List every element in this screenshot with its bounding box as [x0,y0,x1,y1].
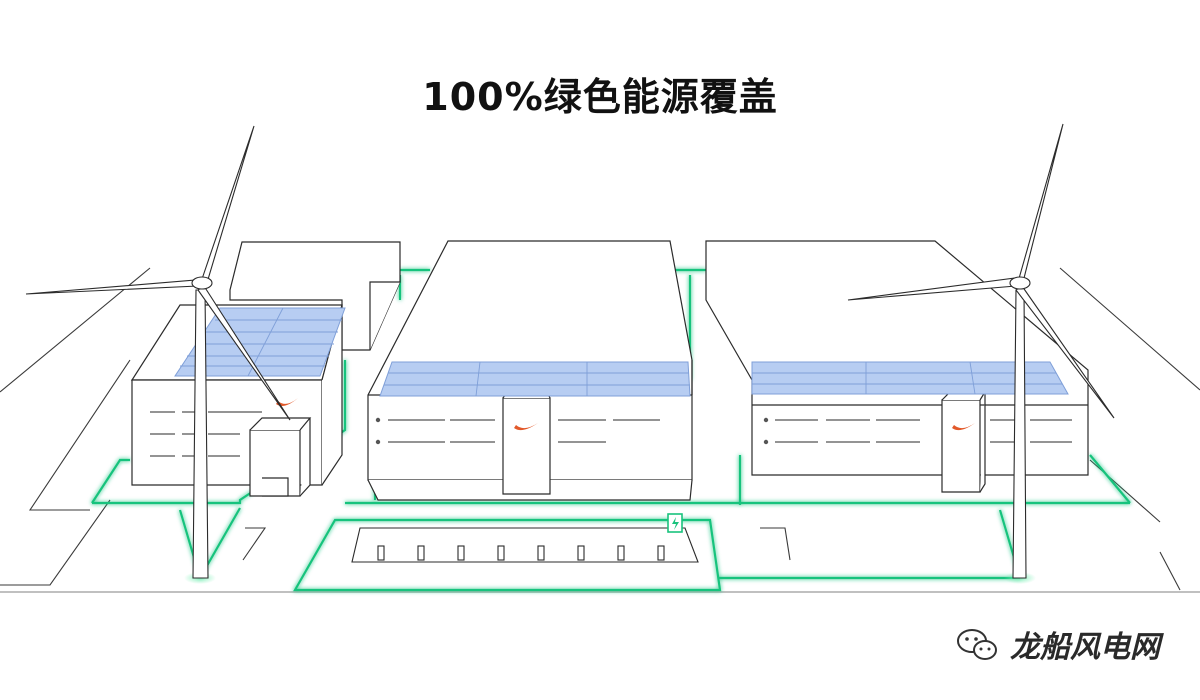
right-solar-array [751,361,1069,395]
watermark-text: 龙船风电网 [1010,630,1160,665]
wind-turbine-left [25,125,291,584]
charging-posts [377,545,665,561]
right-building [705,240,1089,493]
center-solar-array [379,361,691,397]
left-brand-logo [276,398,298,406]
charging-station-icon [667,513,683,533]
wind-turbine-right [847,123,1115,584]
right-brand-logo [952,423,975,431]
center-brand-logo [514,423,538,431]
center-windows [375,417,660,445]
diagram-title: 100%绿色能源覆盖 [422,75,778,119]
wechat-icon [957,629,997,660]
right-windows [763,417,1072,445]
watermark: 龙船风电网 [954,622,1160,666]
parking-lot [351,527,699,563]
center-building [367,240,693,501]
